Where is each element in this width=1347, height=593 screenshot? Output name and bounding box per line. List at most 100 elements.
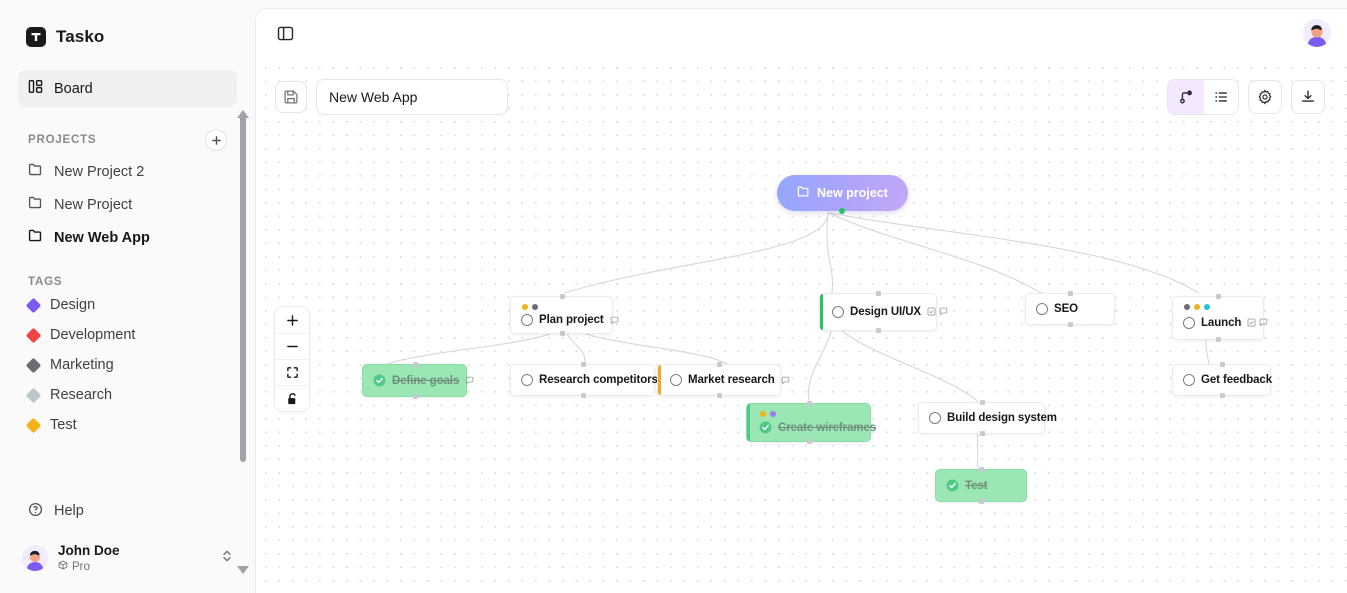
board-icon [28, 79, 43, 98]
task-checkbox[interactable] [929, 412, 941, 424]
task-checkbox[interactable] [1183, 317, 1195, 329]
connection-handle-top[interactable] [580, 362, 586, 367]
zoom-controls [274, 306, 310, 412]
board-title-input[interactable] [316, 79, 508, 115]
connection-handle-top[interactable] [717, 362, 722, 367]
sidebar-scrollbar-thumb[interactable] [240, 112, 246, 462]
sidebar-project-new-web-app[interactable]: New Web App [18, 221, 237, 254]
subtask-icon[interactable] [1247, 314, 1256, 332]
sidebar-tag-design[interactable]: Design [18, 290, 237, 320]
chevron-up-down-icon[interactable] [221, 549, 233, 568]
task-checkbox-checked[interactable] [373, 374, 386, 387]
comment-icon[interactable] [1259, 314, 1268, 332]
node-title: Build design system [947, 412, 1057, 424]
zoom-out-button[interactable] [275, 333, 309, 359]
connection-handle-bottom[interactable] [717, 393, 722, 398]
task-checkbox-checked[interactable] [946, 479, 959, 492]
tab-tree-view[interactable] [1168, 80, 1203, 114]
user-plan: Pro [58, 560, 211, 574]
sidebar-scrollbar[interactable] [240, 96, 246, 521]
task-checkbox[interactable] [1036, 303, 1048, 315]
zoom-in-button[interactable] [275, 307, 309, 333]
connection-handle-top[interactable] [559, 294, 565, 299]
comment-icon[interactable] [610, 316, 619, 325]
avatar[interactable] [1303, 19, 1331, 47]
task-checkbox[interactable] [670, 374, 682, 386]
edge-root-launch [827, 211, 1200, 294]
connection-handle-top[interactable] [1216, 294, 1221, 299]
task-checkbox[interactable] [1183, 374, 1195, 386]
sidebar-item-board[interactable]: Board [18, 70, 237, 107]
connection-handle[interactable] [839, 208, 846, 214]
sidebar-item-label: Board [54, 80, 93, 97]
scroll-up-arrow-icon[interactable] [237, 110, 249, 118]
settings-button[interactable] [1248, 80, 1282, 114]
comment-icon[interactable] [781, 376, 790, 385]
node-tag-dots [1183, 304, 1253, 310]
connection-handle-bottom[interactable] [1219, 393, 1225, 398]
node-seo[interactable]: SEO [1025, 291, 1115, 327]
sidebar-user-menu[interactable]: John Doe Pro [14, 538, 241, 579]
connection-handle-top[interactable] [1068, 291, 1073, 296]
flow-canvas[interactable]: New project Plan project [256, 57, 1347, 593]
connection-handle-bottom[interactable] [1216, 337, 1221, 342]
connection-handle-top[interactable] [806, 401, 812, 406]
save-button[interactable] [275, 81, 307, 113]
view-switcher [1167, 79, 1239, 115]
node-plan-project[interactable]: Plan project [510, 294, 618, 336]
connection-handle-bottom[interactable] [979, 499, 984, 504]
node-define-goals[interactable]: Define goals [362, 362, 474, 399]
sidebar-project-new-project[interactable]: New Project [18, 188, 237, 221]
node-create-wireframes[interactable]: Create wireframes [746, 401, 876, 444]
add-project-button[interactable] [205, 129, 227, 151]
sidebar-item-help[interactable]: Help [18, 495, 237, 528]
connection-handle-bottom[interactable] [876, 328, 881, 333]
subtask-icon[interactable] [927, 303, 936, 321]
sidebar-project-new-project-2[interactable]: New Project 2 [18, 155, 237, 188]
edge-design-wires [808, 320, 833, 407]
connection-handle-bottom[interactable] [806, 439, 812, 444]
node-row: Test [946, 479, 1016, 492]
node-launch[interactable]: Launch [1172, 294, 1268, 342]
connection-handle-top[interactable] [1219, 362, 1225, 367]
fit-view-button[interactable] [275, 359, 309, 385]
task-checkbox-checked[interactable] [759, 421, 772, 434]
unlock-icon[interactable] [275, 385, 309, 411]
node-design-ui-ux[interactable]: Design UI/UX [819, 291, 948, 333]
node-research-competitors[interactable]: Research competitors [510, 362, 658, 398]
connection-handle-top[interactable] [979, 400, 985, 405]
download-button[interactable] [1291, 80, 1325, 114]
sidebar-tag-test[interactable]: Test [18, 410, 237, 440]
connection-handle-bottom[interactable] [412, 394, 418, 399]
connection-handle-bottom[interactable] [580, 393, 586, 398]
tab-list-view[interactable] [1203, 80, 1238, 114]
task-checkbox[interactable] [832, 306, 844, 318]
connection-handle-bottom[interactable] [979, 431, 985, 436]
task-checkbox[interactable] [521, 314, 533, 326]
project-label: New Project 2 [54, 163, 145, 180]
connection-handle-bottom[interactable] [559, 331, 565, 336]
tag-dot [1204, 304, 1210, 310]
node-get-feedback[interactable]: Get feedback [1172, 362, 1272, 398]
projects-section-header: PROJECTS [18, 129, 237, 151]
connection-handle-top[interactable] [876, 291, 881, 296]
node-row: SEO [1036, 303, 1104, 315]
connection-handle-top[interactable] [979, 467, 984, 472]
node-title: New project [817, 186, 888, 200]
node-row: Define goals [373, 374, 474, 387]
comment-icon[interactable] [939, 303, 948, 321]
node-test[interactable]: Test [935, 467, 1027, 504]
sidebar-tag-development[interactable]: Development [18, 320, 237, 350]
comment-icon[interactable] [465, 376, 474, 385]
task-checkbox[interactable] [521, 374, 533, 386]
sidebar-tag-marketing[interactable]: Marketing [18, 350, 237, 380]
avatar [22, 545, 48, 572]
node-market-research[interactable]: Market research [657, 362, 790, 398]
scroll-down-arrow-icon[interactable] [237, 566, 249, 574]
connection-handle-bottom[interactable] [1068, 322, 1073, 327]
node-new-project[interactable]: New project [777, 175, 908, 214]
node-build-design-system[interactable]: Build design system [918, 400, 1057, 436]
panel-left-icon[interactable] [270, 18, 300, 48]
sidebar-tag-research[interactable]: Research [18, 380, 237, 410]
connection-handle-top[interactable] [412, 362, 418, 367]
